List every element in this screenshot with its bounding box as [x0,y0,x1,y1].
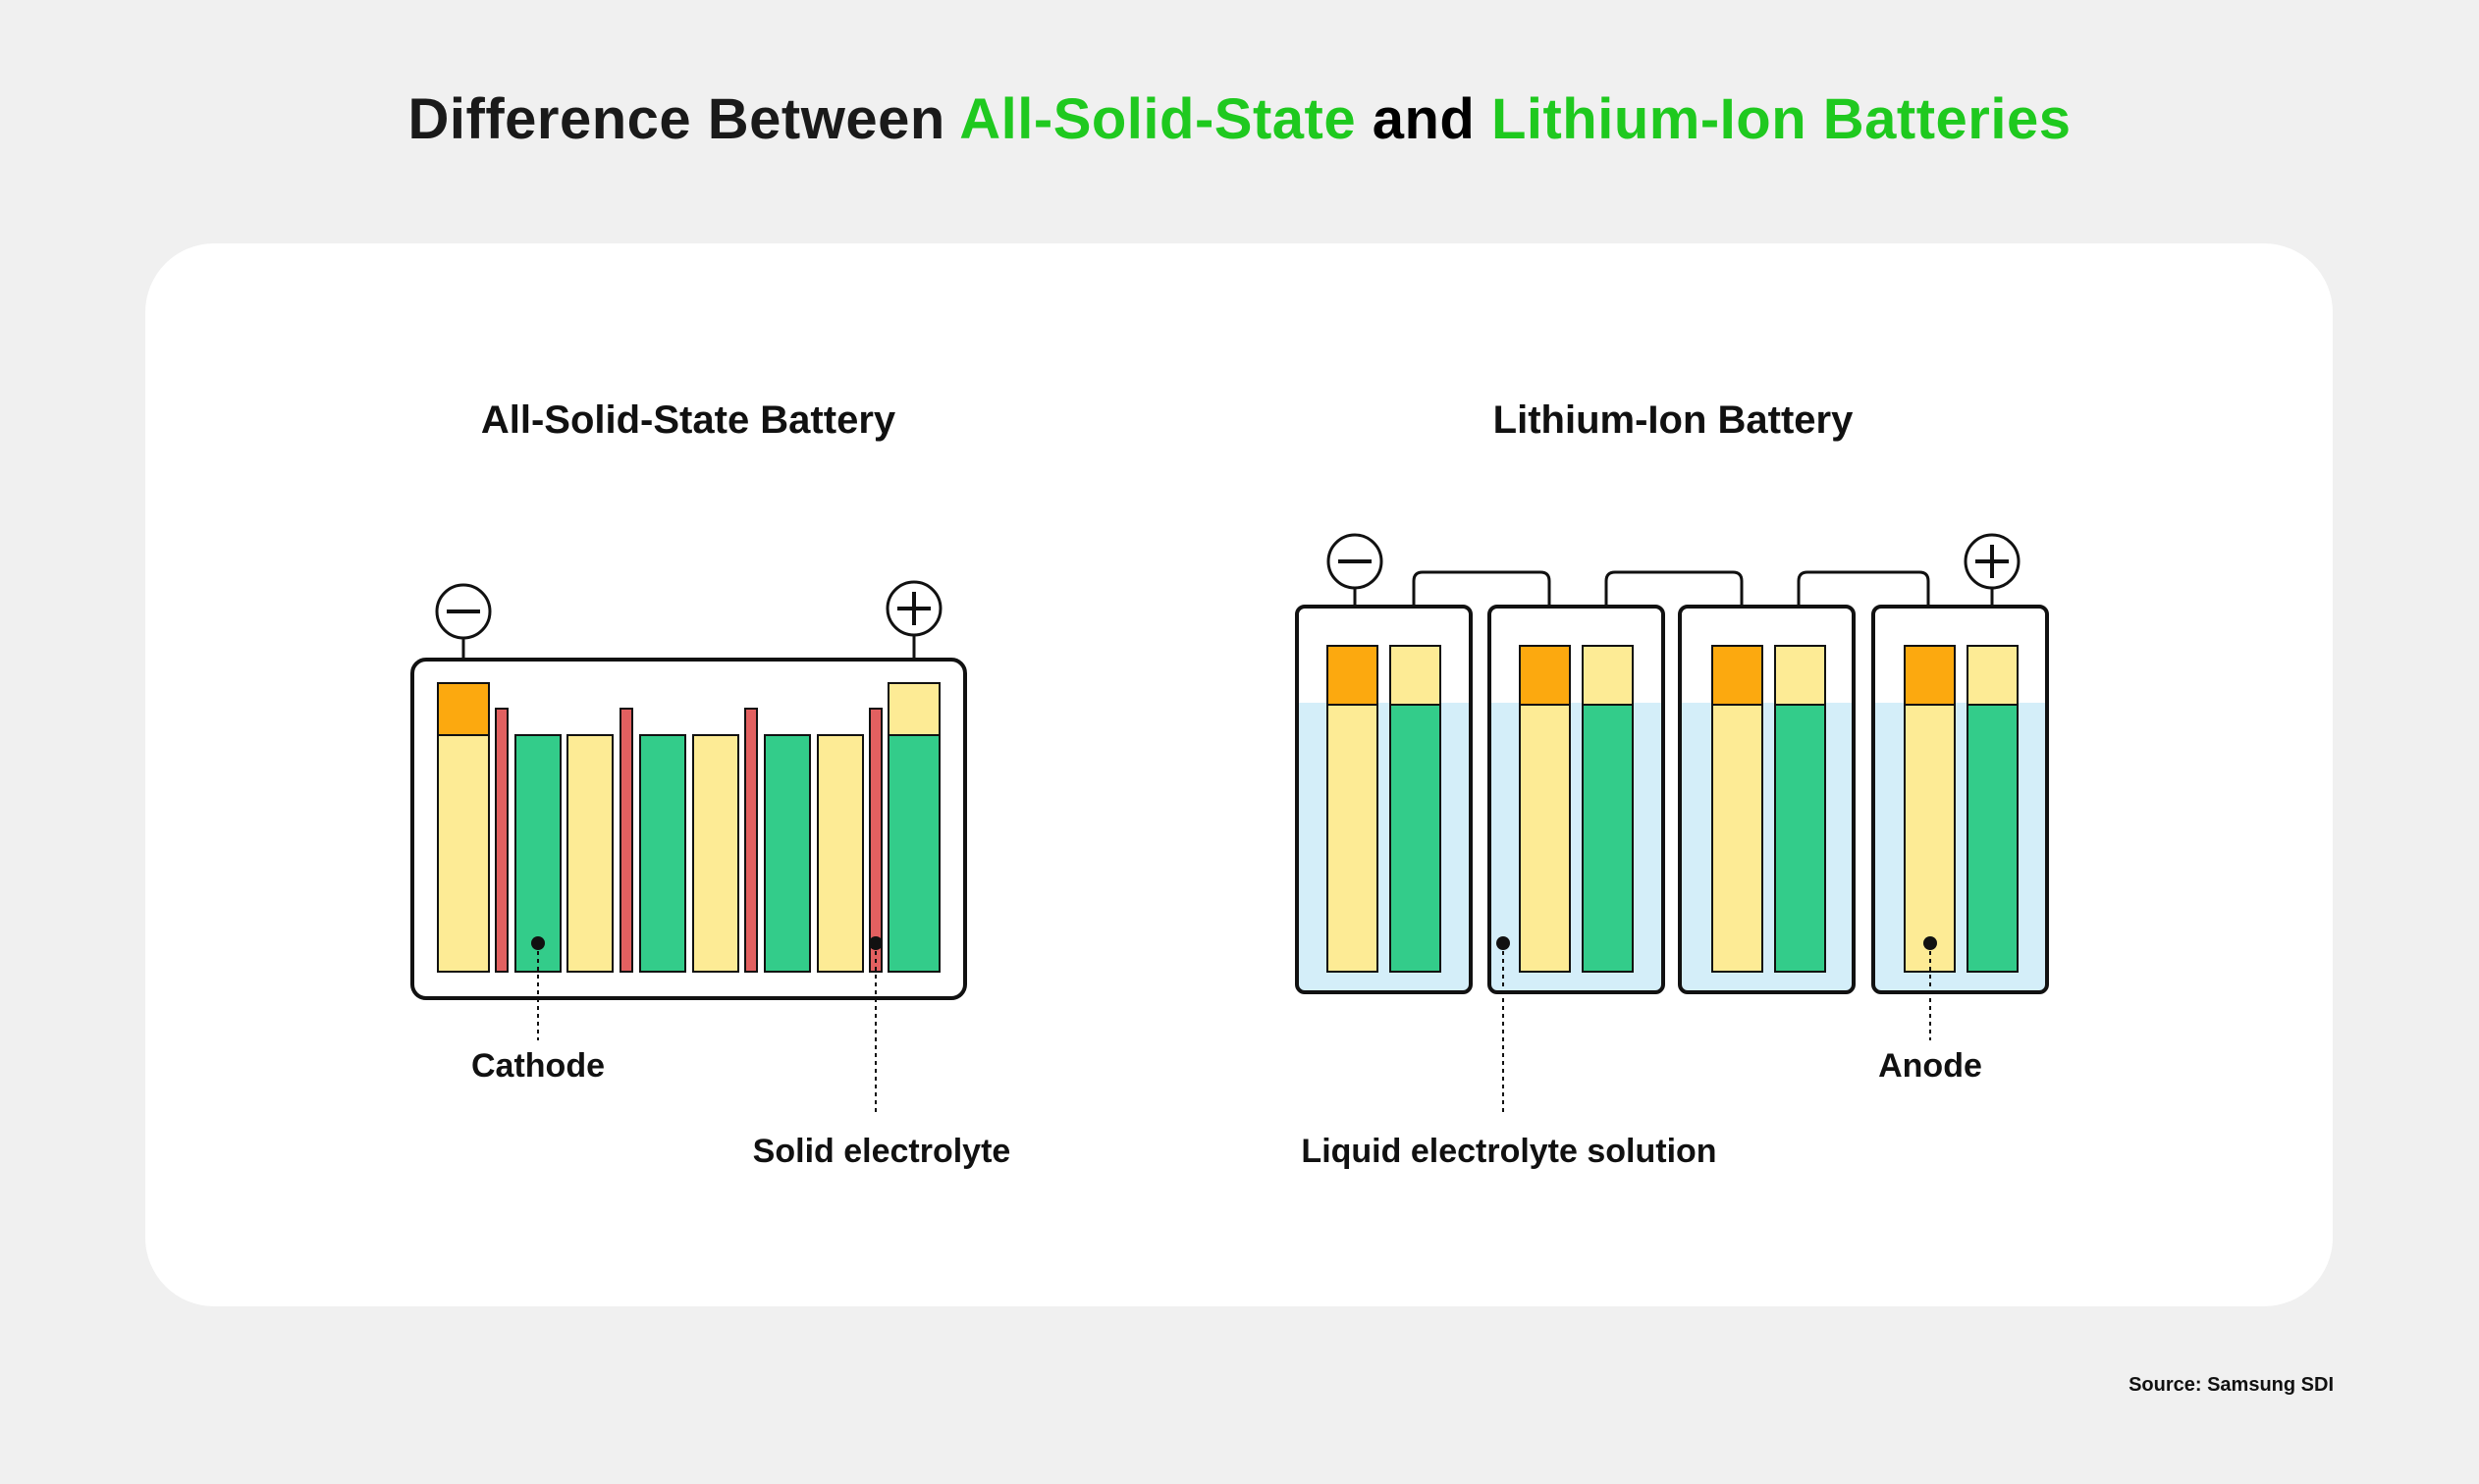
solid-cathode-layer [692,734,739,973]
li-ion-cell-1 [1295,605,1473,994]
source-credit: Source: Samsung SDI [2129,1374,2334,1396]
solid-state-heading: All-Solid-State Battery [481,398,896,442]
solid-anode-layer [888,734,941,973]
solid-cathode-layer [437,734,490,973]
li-ion-cell-2 [1487,605,1665,994]
solid-negative-terminal [435,583,492,640]
solid-electrolyte-layer [495,708,509,973]
title-part-4: Lithium-Ion Batteries [1490,87,2072,151]
solid-anode-layer [764,734,811,973]
anode-label: Anode [1878,1047,1982,1085]
solid-electrolyte-layer [744,708,758,973]
lithium-ion-heading: Lithium-Ion Battery [1493,398,1854,442]
title-part-3: and [1356,87,1491,151]
solid-negative-collector [437,682,490,736]
solid-electrolyte-layer [869,708,883,973]
solid-positive-terminal [886,580,943,637]
liquid-electrolyte-label: Liquid electrolyte solution [1301,1133,1716,1170]
solid-electrolyte-label: Solid electrolyte [753,1133,1011,1170]
solid-anode-layer [514,734,562,973]
solid-cathode-layer [566,734,614,973]
title-part-1: Difference Between [407,87,960,151]
solid-anode-layer [639,734,686,973]
solid-positive-collector [888,682,941,736]
title-part-2: All-Solid-State [959,87,1357,151]
solid-electrolyte-layer [620,708,633,973]
solid-cathode-layer [817,734,864,973]
li-ion-negative-terminal [1326,533,1383,590]
li-ion-cell-3 [1678,605,1856,994]
cathode-label: Cathode [471,1047,605,1085]
page-title: Difference Between All-Solid-State and L… [0,86,2479,152]
li-ion-cell-4 [1871,605,2049,994]
li-ion-positive-terminal [1964,533,2021,590]
